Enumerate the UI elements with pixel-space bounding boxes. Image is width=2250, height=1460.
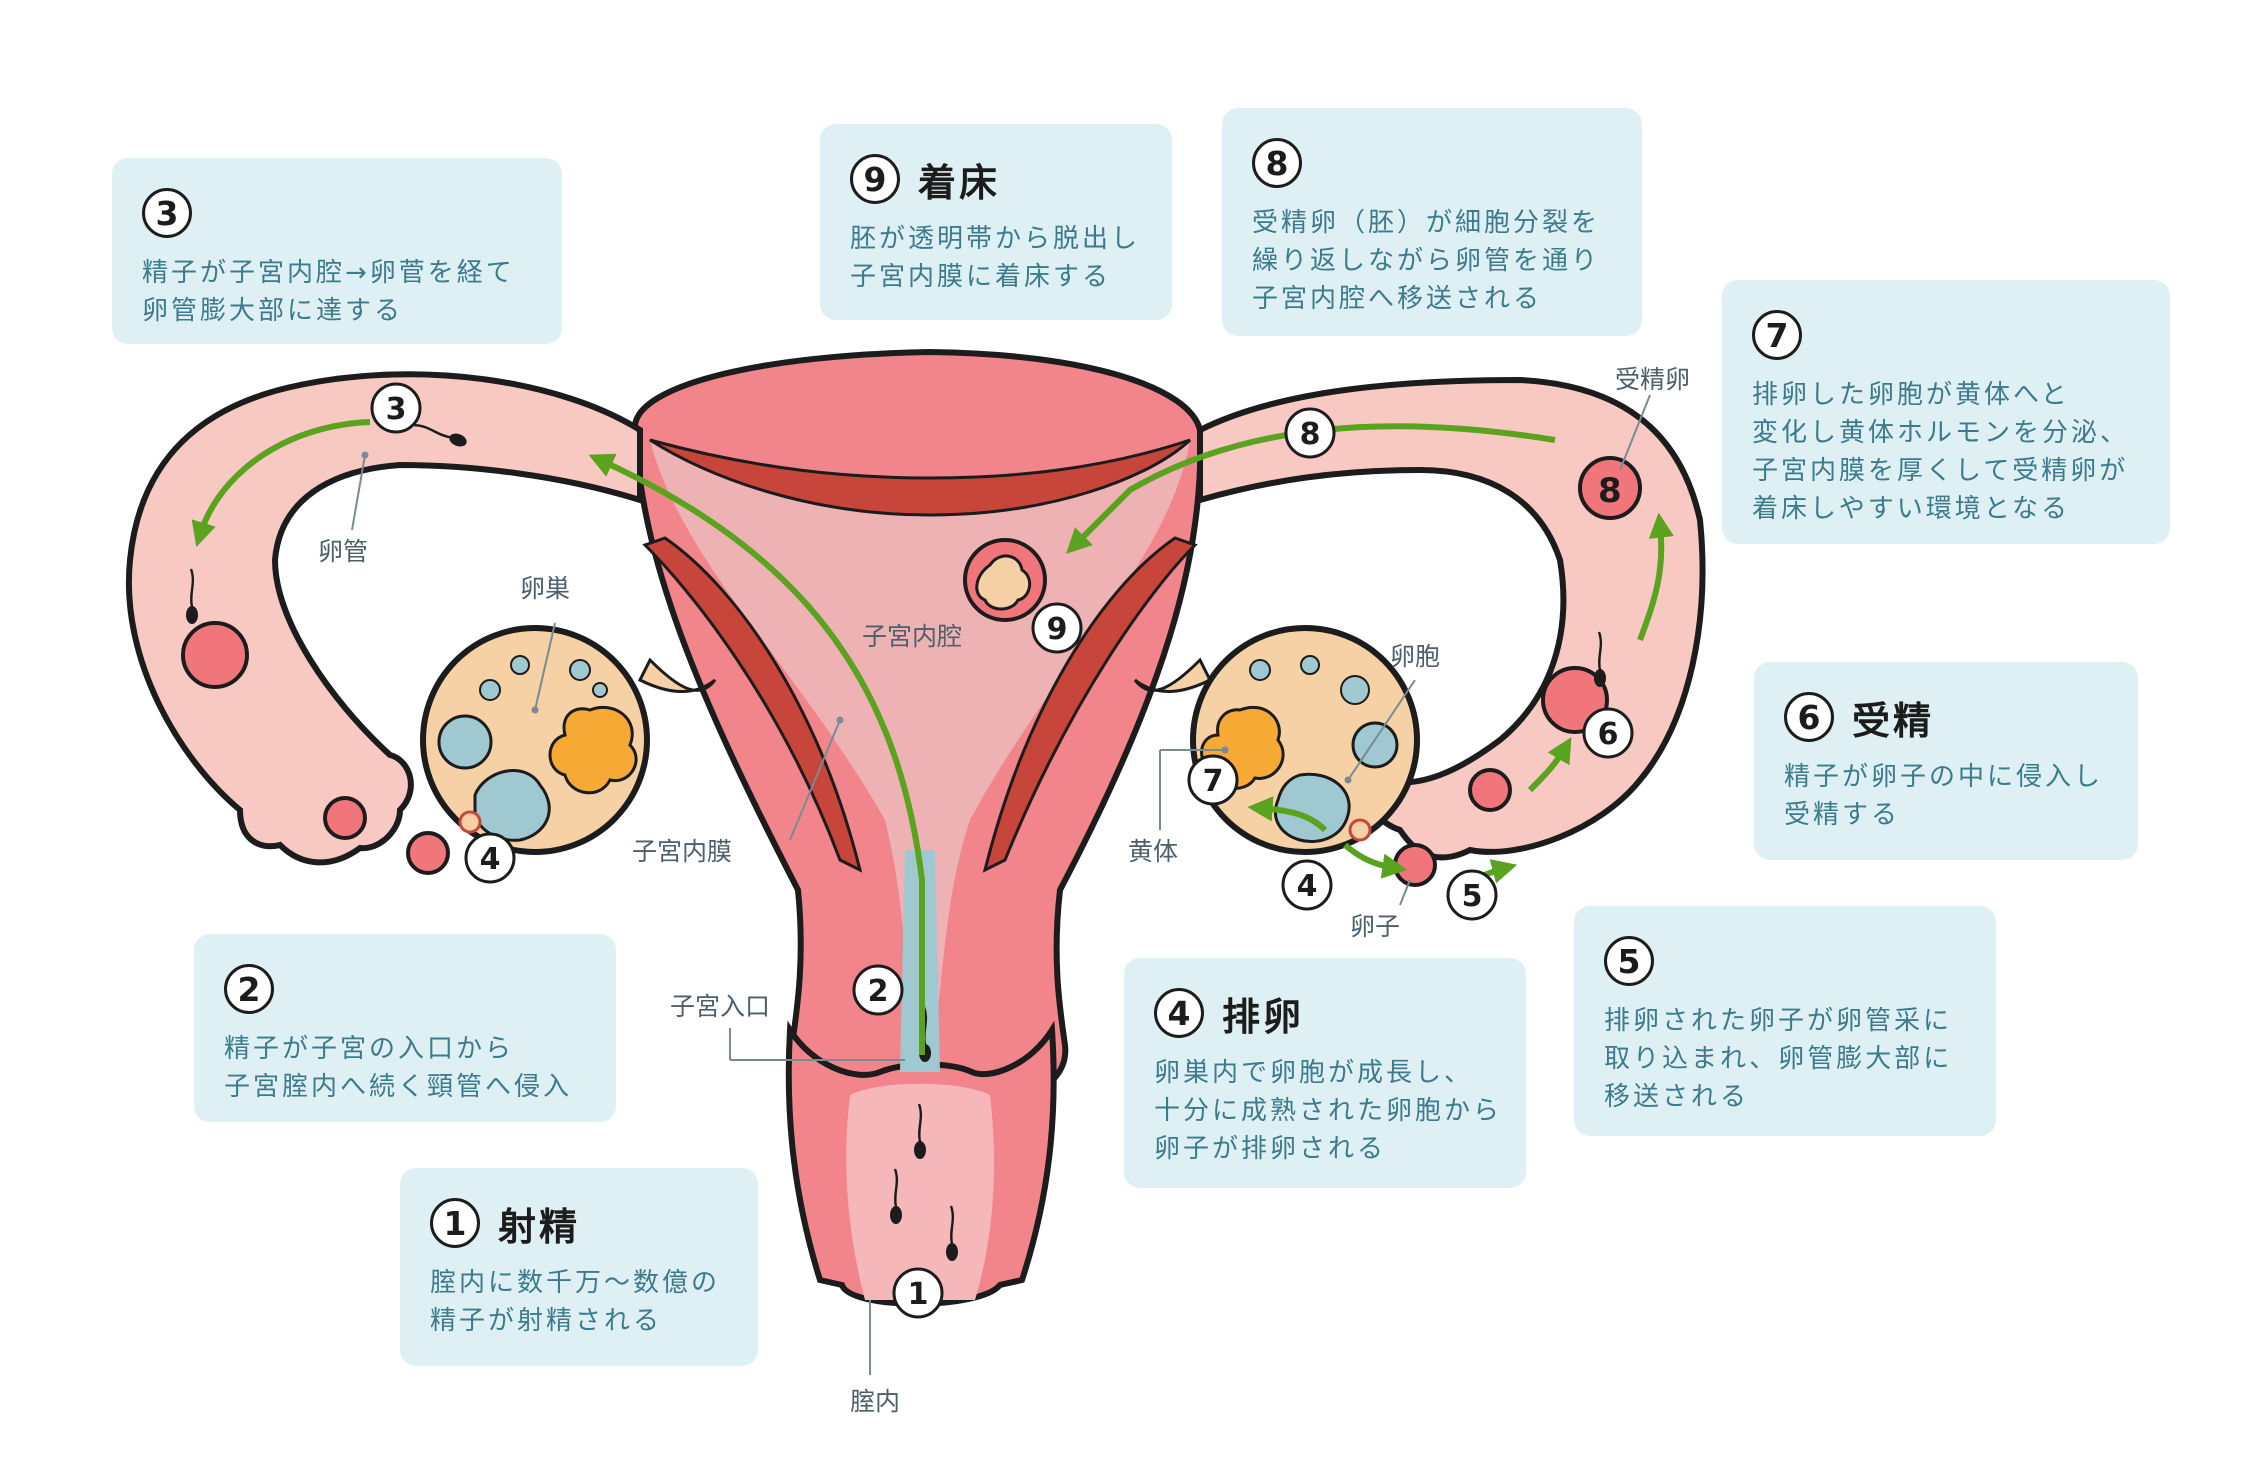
step-description: 排卵した卵胞が黄体へと 変化し黄体ホルモンを分泌、 子宮内膜を厚くして受精卵が … [1752,380,2130,524]
step-number: 8 [1252,138,1302,188]
svg-text:4: 4 [1297,869,1318,904]
step-box-9: 9 着床 胚が透明帯から脱出し 子宮内膜に着床する [820,124,1172,320]
step-box-8: 8 受精卵（胚）が細胞分裂を 繰り返しながら卵管を通り 子宮内腔へ移送される [1222,108,1642,336]
marker-8: 8 [1284,407,1336,459]
left-corpus-luteum [548,705,638,795]
step-description: 胚が透明帯から脱出し 子宮内膜に着床する [850,224,1141,292]
step-box-1: 1 射精 腟内に数千万〜数億の 精子が射精される [400,1168,758,1366]
step-description: 受精卵（胚）が細胞分裂を 繰り返しながら卵管を通り 子宮内腔へ移送される [1252,208,1601,314]
arrow-cervix-to-tube [588,453,925,1055]
marker-3: 3 [370,382,422,434]
step-number: 2 [224,964,274,1014]
marker-4-left: 4 [464,832,516,884]
step-box-3: 3 精子が子宮内腔→卵菅を経て 卵管膨大部に達する [112,158,562,344]
step-number: 3 [142,188,192,238]
marker-4-right: 4 [1281,859,1333,911]
step-box-5: 5 排卵された卵子が卵管采に 取り込まれ、卵管膨大部に 移送される [1574,906,1996,1136]
egg-left-tube [181,621,249,689]
step-description: 排卵された卵子が卵管采に 取り込まれ、卵管膨大部に 移送される [1604,1006,1953,1112]
label-endometrium: 子宮内膜 [632,837,732,866]
step-description: 精子が子宮内腔→卵菅を経て 卵管膨大部に達する [142,258,515,326]
fertilized-egg [1578,456,1642,520]
label-fertilized-egg: 受精卵 [1615,365,1690,394]
step-description: 卵巣内で卵胞が成長し、 十分に成熟された卵胞から 卵子が排卵される [1154,1058,1503,1164]
step-box-6: 6 受精 精子が卵子の中に侵入し 受精する [1754,662,2138,860]
marker-9: 9 [1031,602,1083,654]
svg-text:1: 1 [908,1277,929,1312]
marker-5: 5 [1446,869,1498,921]
svg-text:8: 8 [1598,471,1622,511]
step-number: 9 [850,154,900,204]
step-title: 着床 [918,160,1001,205]
step-box-4: 4 排卵 卵巣内で卵胞が成長し、 十分に成熟された卵胞から 卵子が排卵される [1124,958,1526,1188]
label-ovary: 卵巣 [520,574,570,603]
endometrium-top [649,438,1192,517]
svg-text:9: 9 [1047,612,1068,647]
svg-text:8: 8 [1300,417,1321,452]
arrow-left-tube [191,419,371,548]
step-box-7: 7 排卵した卵胞が黄体へと 変化し黄体ホルモンを分泌、 子宮内膜を厚くして受精卵… [1722,280,2170,544]
label-vagina: 腟内 [850,1387,900,1416]
step-title: 受精 [1852,698,1935,743]
marker-6: 6 [1582,707,1634,759]
egg-released [1393,843,1437,887]
step-box-2: 2 精子が子宮の入口から 子宮腟内へ続く頸管へ侵入 [194,934,616,1122]
svg-text:7: 7 [1203,764,1224,799]
step-title: 射精 [498,1204,581,1249]
marker-1: 1 [892,1267,944,1319]
label-uterine-cavity: 子宮内腔 [862,622,962,651]
right-follicle [1274,772,1351,844]
step-number: 1 [430,1198,480,1248]
svg-text:4: 4 [480,842,501,877]
label-ovum: 卵子 [1350,912,1400,941]
label-follicle: 卵胞 [1390,642,1440,671]
step-number: 4 [1154,988,1204,1038]
step-description: 精子が子宮の入口から 子宮腟内へ続く頸管へ侵入 [224,1034,573,1102]
svg-text:2: 2 [868,974,889,1009]
marker-2: 2 [852,964,904,1016]
svg-text:3: 3 [386,392,407,427]
svg-text:6: 6 [1598,717,1619,752]
step-description: 精子が卵子の中に侵入し 受精する [1784,762,2104,830]
step-number: 7 [1752,310,1802,360]
arrow-ovulation [1247,796,1328,833]
step-description: 腟内に数千万〜数億の 精子が射精される [430,1268,721,1336]
label-fallopian-tube: 卵管 [318,537,368,566]
svg-text:5: 5 [1462,879,1483,914]
label-cervix-entrance: 子宮入口 [670,992,770,1021]
left-fallopian-tube [125,371,643,866]
endometrium-left [642,536,863,873]
step-title: 排卵 [1222,994,1305,1039]
uterine-cavity [650,440,1190,1040]
left-follicle [473,769,551,842]
step-number: 6 [1784,692,1834,742]
step-number: 5 [1604,936,1654,986]
label-corpus-luteum: 黄体 [1128,837,1178,866]
endometrium-right [982,536,1198,873]
marker-7: 7 [1187,754,1239,806]
